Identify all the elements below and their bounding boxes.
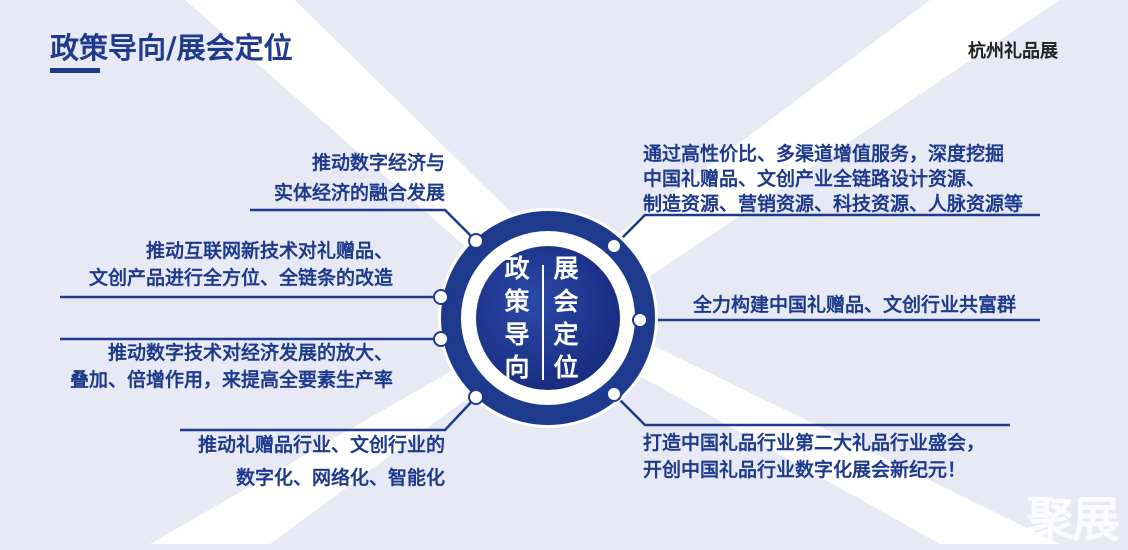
center-right-text: 展会定位 (553, 254, 579, 382)
page-title: 政策导向/展会定位 (50, 31, 293, 65)
connector-line (613, 213, 1040, 247)
item-line: 打造中国礼品行业第二大礼品行业盛会， (643, 432, 986, 454)
connector-line (250, 208, 477, 242)
watermark-logo: 聚展 (1025, 492, 1120, 548)
bg-band (540, 300, 1060, 544)
center-circle (476, 246, 620, 390)
item-line: 全力构建中国礼赠品、文创行业共富群 (693, 294, 1017, 316)
left-item-4: 推动礼赠品行业、文创行业的 数字化、网络化、智能化 (198, 432, 445, 492)
bg-band (530, 0, 1060, 330)
item-line: 实体经济的融合发展 (273, 182, 445, 204)
item-line: 通过高性价比、多渠道增值服务，深度挖掘 (643, 143, 1005, 165)
item-line: 推动数字经济与 (311, 152, 445, 174)
right-item-2: 全力构建中国礼赠品、文创行业共富群 (693, 292, 1016, 319)
right-item-1: 通过高性价比、多渠道增值服务，深度挖掘 中国礼赠品、文创产业全链路设计资源、 制… (643, 142, 1023, 217)
item-line: 制造资源、营销资源、科技资源、人脉资源等 (643, 193, 1024, 215)
item-line: 叠加、倍增作用，来提高全要素生产率 (69, 369, 393, 391)
item-line: 推动互联网新技术对礼赠品、 (145, 240, 393, 262)
title-underline (50, 68, 100, 73)
item-line: 数字化、网络化、智能化 (235, 467, 445, 489)
ring-dot (468, 389, 484, 405)
item-line: 推动礼赠品行业、文创行业的 (197, 434, 445, 456)
item-line: 推动数字技术对经济发展的放大、 (107, 342, 393, 364)
brand-label: 杭州礼品展 (968, 41, 1058, 62)
left-item-3: 推动数字技术对经济发展的放大、 叠加、倍增作用，来提高全要素生产率 (70, 340, 393, 394)
right-item-3: 打造中国礼品行业第二大礼品行业盛会， 开创中国礼品行业数字化展会新纪元！ (643, 430, 985, 484)
item-line: 开创中国礼品行业数字化展会新纪元！ (643, 459, 967, 481)
left-item-1: 推动数字经济与 实体经济的融合发展 (274, 150, 445, 207)
ring-dot (433, 289, 449, 305)
ring-dot (632, 312, 648, 328)
connector-line (613, 393, 1010, 427)
left-item-2: 推动互联网新技术对礼赠品、 文创产品进行全方位、全链条的改造 (89, 238, 393, 292)
ring-dot (606, 386, 622, 402)
item-line: 文创产品进行全方位、全链条的改造 (88, 267, 393, 289)
ring-dot (468, 233, 484, 249)
ring-dot (606, 238, 622, 254)
ring-dot (433, 331, 449, 347)
item-line: 中国礼赠品、文创产业全链路设计资源、 (643, 168, 986, 190)
center-left-text: 政策导向 (504, 254, 530, 382)
connector-line (180, 396, 477, 432)
